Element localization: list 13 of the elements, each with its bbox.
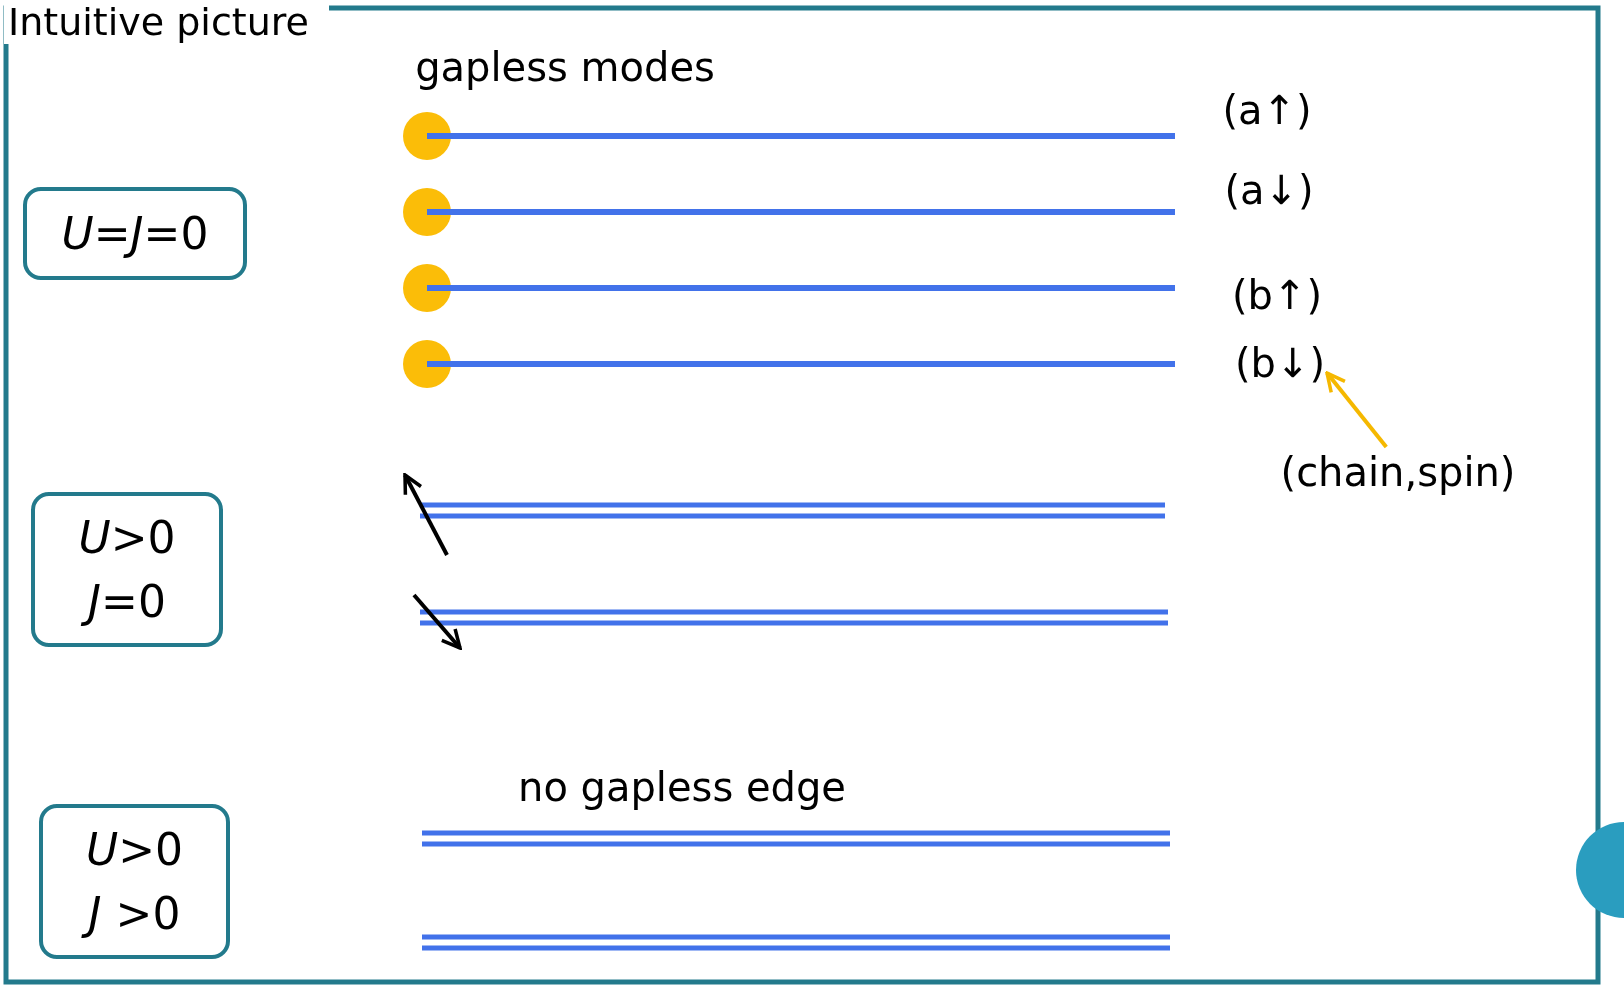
mode-label: (a↓) xyxy=(1224,167,1314,213)
mode-label: (a↑) xyxy=(1222,87,1312,133)
annotation-text: (chain,spin) xyxy=(1280,449,1516,495)
section-label: no gapless edge xyxy=(518,764,846,810)
parameter-text: U>0 J=0 xyxy=(78,510,176,629)
leader-arrow xyxy=(1325,371,1388,449)
mode-label: (b↓) xyxy=(1234,340,1326,386)
parameter-box xyxy=(31,492,223,647)
parameter-text: U=J=0 xyxy=(61,206,209,261)
parameter-box xyxy=(23,187,247,280)
parameter-box xyxy=(39,804,230,959)
mode-label: (b↑) xyxy=(1231,272,1323,318)
section-label: gapless modes xyxy=(415,44,715,90)
